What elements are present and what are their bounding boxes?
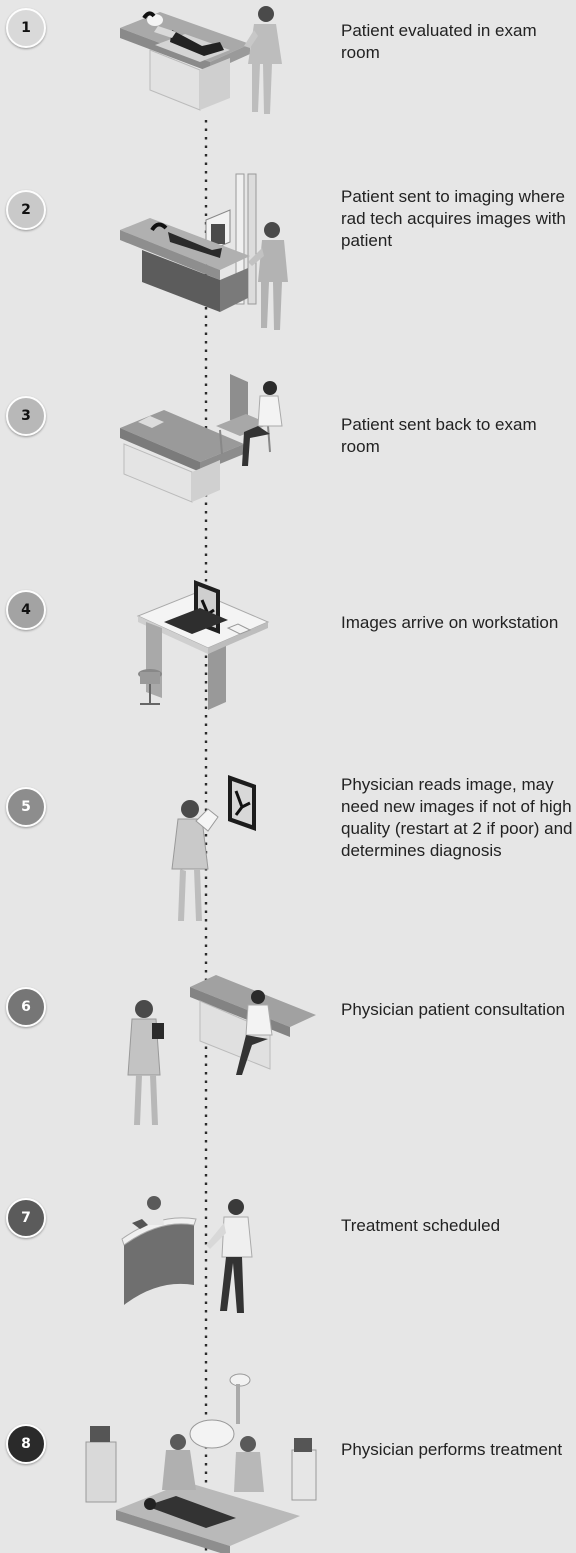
workstation-desk-icon xyxy=(136,580,270,710)
step-caption: Patient sent back to exam room xyxy=(341,415,537,456)
step-5: 5 Physician reads image, may need new im… xyxy=(0,765,576,925)
step-caption: Physician reads image, may need new imag… xyxy=(341,775,573,860)
consultation-icon xyxy=(127,975,316,1125)
step-number: 1 xyxy=(21,20,31,36)
step-caption: Physician performs treatment xyxy=(341,1440,563,1459)
step-3: 3 Patient sent back to exam room xyxy=(0,370,576,530)
step-number: 8 xyxy=(21,1436,31,1452)
physician-reading-image-icon xyxy=(171,775,256,921)
step-caption: Patient sent to imaging where rad tech a… xyxy=(341,187,566,250)
operating-room-icon xyxy=(85,1373,317,1553)
step-number: 6 xyxy=(21,999,31,1015)
imaging-scanner-tech-icon xyxy=(120,173,288,330)
step-caption: Physician patient consultation xyxy=(341,1000,565,1019)
step-8: 8 Physician performs treatment xyxy=(0,1370,576,1553)
step-number: 3 xyxy=(21,408,31,424)
step-number: 5 xyxy=(21,799,31,815)
step-caption: Treatment scheduled xyxy=(341,1216,501,1235)
exam-table-physician-icon xyxy=(120,6,282,114)
step-number: 2 xyxy=(21,202,31,218)
reception-desk-icon xyxy=(121,1196,253,1313)
step-badge: 3 xyxy=(6,396,46,436)
step-badge: 6 xyxy=(6,987,46,1027)
step-badge: 5 xyxy=(6,787,46,827)
step-badge: 8 xyxy=(6,1424,46,1464)
step-4: 4 Images arrive on workstation xyxy=(0,570,576,730)
step-number: 7 xyxy=(21,1210,31,1226)
step-2: 2 Patient sent to imaging where rad tech… xyxy=(0,170,576,330)
step-caption: Patient evaluated in exam room xyxy=(341,21,537,62)
step-1: 1 Patient evaluated in exam room xyxy=(0,0,576,160)
step-7: 7 Treatment scheduled xyxy=(0,1165,576,1325)
step-6: 6 Physician patient consultation xyxy=(0,965,576,1125)
step-number: 4 xyxy=(21,602,31,618)
step-caption: Images arrive on workstation xyxy=(341,613,559,632)
step-badge: 1 xyxy=(6,8,46,48)
step-badge: 4 xyxy=(6,590,46,630)
exam-room-chair-patient-icon xyxy=(120,374,283,503)
step-badge: 2 xyxy=(6,190,46,230)
step-badge: 7 xyxy=(6,1198,46,1238)
